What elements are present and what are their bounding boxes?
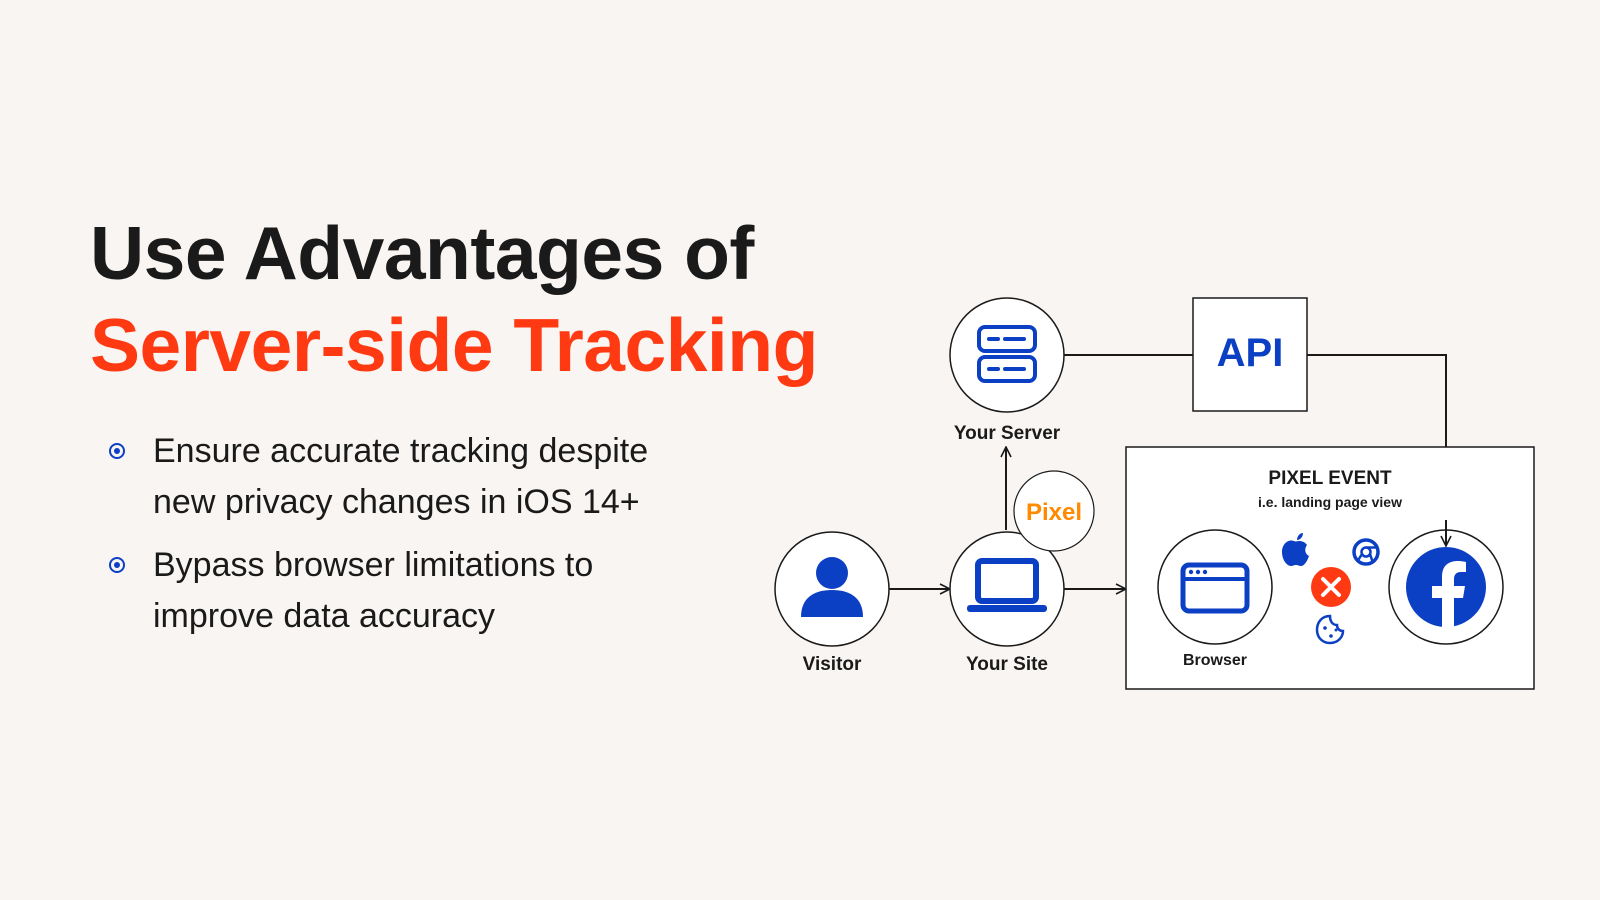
chrome-icon xyxy=(1352,538,1380,566)
server-icon xyxy=(977,325,1037,383)
browser-window-icon xyxy=(1180,562,1250,614)
server-label: Your Server xyxy=(954,423,1061,444)
site-node: Your Site xyxy=(949,531,1065,675)
bullet-item: Bypass browser limitations to improve da… xyxy=(108,540,708,642)
user-icon xyxy=(801,557,863,617)
facebook-icon xyxy=(1406,547,1486,627)
blocked-x-icon xyxy=(1311,567,1351,607)
visitor-label: Visitor xyxy=(803,654,862,675)
pixel-event-subtitle: i.e. landing page view xyxy=(1258,494,1402,510)
site-label: Your Site xyxy=(966,654,1048,675)
laptop-icon xyxy=(967,558,1047,612)
pixel-label: Pixel xyxy=(1026,499,1082,526)
bullet-item: Ensure accurate tracking despite new pri… xyxy=(108,426,708,528)
bullet-target-icon xyxy=(109,443,125,459)
title-line-1: Use Advantages of xyxy=(90,211,754,295)
pixel-event-title: PIXEL EVENT xyxy=(1268,468,1392,489)
bullet-text: Bypass browser limitations to improve da… xyxy=(153,546,594,635)
title-line-2: Server-side Tracking xyxy=(90,303,818,387)
bullet-target-icon xyxy=(109,557,125,573)
visitor-node: Visitor xyxy=(774,531,890,675)
server-node: Your Server xyxy=(949,297,1065,444)
cookie-icon xyxy=(1315,614,1345,645)
api-node: API xyxy=(1192,297,1308,412)
browser-node: Browser xyxy=(1157,529,1273,669)
slide-title: Use Advantages of Server-side Tracking xyxy=(90,207,818,391)
bullet-list: Ensure accurate tracking despite new pri… xyxy=(108,426,708,654)
api-label: API xyxy=(1217,331,1284,375)
facebook-node xyxy=(1388,529,1504,645)
bullet-text: Ensure accurate tracking despite new pri… xyxy=(153,432,649,521)
apple-icon xyxy=(1282,533,1309,566)
browser-label: Browser xyxy=(1183,652,1247,669)
pixel-badge: Pixel xyxy=(1013,470,1095,552)
